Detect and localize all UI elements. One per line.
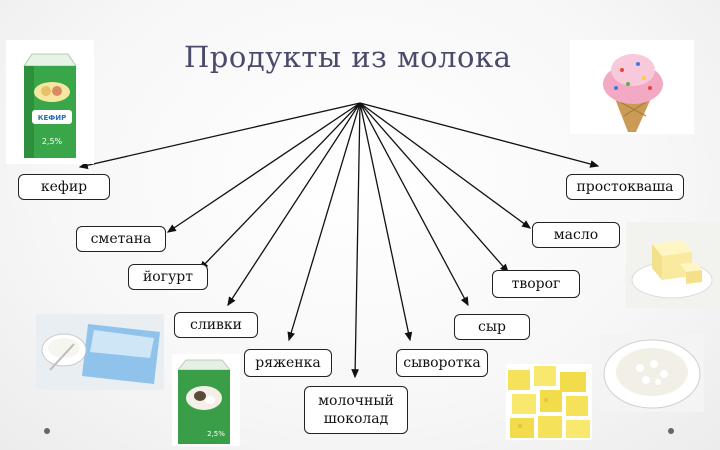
arrow-to-yogurt [199, 102, 361, 270]
node-syvorotka: сыворотка [396, 349, 488, 377]
butter-image [626, 222, 720, 308]
node-maslo: масло [532, 222, 620, 248]
node-prostokvasha: простокваша [566, 174, 684, 200]
kefir-pack-label: КЕФИР [38, 114, 66, 122]
bullet-dot-right [668, 428, 674, 434]
node-tvorog: творог [492, 270, 580, 298]
bullet-dot-left [44, 428, 50, 434]
yogurt-image [36, 314, 164, 390]
arrow-to-prostokvasha [359, 102, 600, 168]
arrow-to-ryazhenka [287, 102, 361, 342]
arrow-to-smetana [166, 102, 361, 233]
ice-cream-image [570, 40, 694, 134]
ryazhenka-fat-label: 2,5% [207, 430, 225, 438]
arrow-to-tvorog [359, 102, 509, 273]
arrow-to-kefir [78, 102, 361, 170]
arrow-to-slivki [227, 102, 361, 307]
arrow-to-maslo [359, 102, 532, 229]
kefir-fat-label: 2,5% [42, 137, 63, 146]
node-molochny-shokolad: молочный шоколад [304, 386, 408, 434]
node-slivki: сливки [174, 312, 258, 338]
cottage-cheese-image [600, 334, 704, 412]
cheese-image [506, 364, 592, 440]
arrow-to-chocolate [351, 102, 361, 379]
ryazhenka-carton-image: 2,5% [172, 354, 240, 446]
node-yogurt: йогурт [128, 264, 208, 290]
arrow-to-syvorotka [359, 102, 413, 342]
node-kefir: кефир [18, 174, 110, 200]
node-syr: сыр [454, 314, 530, 340]
node-smetana: сметана [76, 226, 166, 252]
kefir-carton-image: КЕФИР 2,5% [6, 40, 94, 164]
arrow-to-syr [359, 102, 469, 307]
node-ryazhenka: ряженка [244, 349, 332, 377]
slide-title: Продукты из молока [184, 40, 512, 74]
